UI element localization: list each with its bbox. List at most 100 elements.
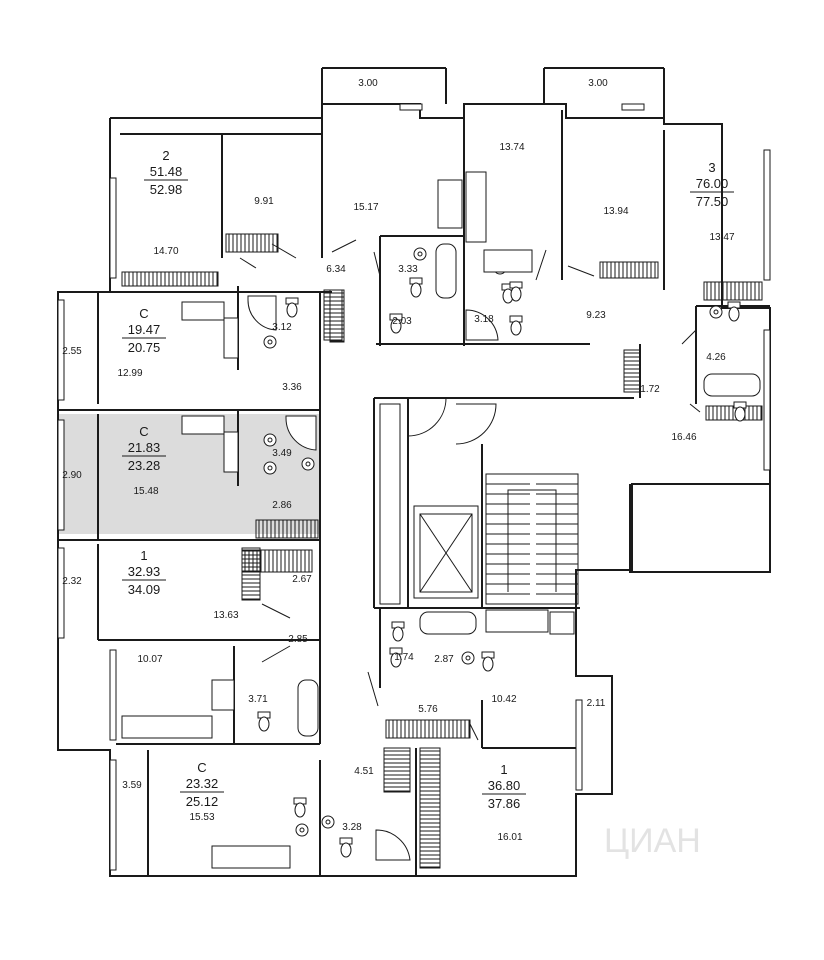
radiator [623,349,641,393]
window [109,759,117,871]
door-swing [681,329,701,413]
toilet [733,401,747,422]
room-area-label: 13.63 [213,610,238,621]
bathtub [435,243,457,299]
room-area-label: 3.18 [474,314,494,325]
radiator [225,233,279,253]
door-swing [239,243,297,269]
sink [263,461,277,475]
room-area-label: 2.67 [292,574,312,585]
apartment-living-area: 19.47 [128,322,161,337]
stair-arrow [507,489,557,592]
room-area-label: 6.34 [326,264,346,275]
room-area-label: 15.48 [133,486,158,497]
sink [263,335,277,349]
radiator [419,747,441,869]
toilet [285,297,299,318]
apartment-living-area: 76.00 [696,176,729,191]
room-area-label: 2.86 [272,500,292,511]
apartment-labels: 251.4852.98376.0077.50C19.4720.75C21.832… [122,148,734,811]
apartment-total-area: 37.86 [488,796,521,811]
room-area-label: 2.85 [288,634,308,645]
apartment-total-area: 23.28 [128,458,161,473]
watermark: ЦИАН [604,822,701,860]
room-area-label: 12.99 [117,368,142,379]
room-area-label: 3.71 [248,694,268,705]
apartment-living-area: 21.83 [128,440,161,455]
apartment-living-area: 32.93 [128,564,161,579]
apartment-type: 3 [708,160,715,175]
apartment-type: 2 [162,148,169,163]
window [57,419,65,531]
room-area-label: 14.70 [153,246,178,257]
room-area-label: 4.51 [354,766,374,777]
room-area-label: 3.33 [398,264,418,275]
apartment-label-apt-2: 251.48 52.98 [144,148,188,197]
room-area-label: 13.47 [709,232,734,243]
kitchen-units [121,171,575,869]
windows [57,103,771,871]
room-area-label: 10.07 [137,654,162,665]
window [109,177,117,279]
apartment-type: 1 [500,762,507,777]
radiator [385,719,471,739]
door-swing [261,603,291,663]
sink [461,651,475,665]
radiator [703,281,763,301]
window [399,103,423,111]
radiator [383,747,411,793]
radiator [255,519,319,539]
toilet [509,281,523,302]
bathroom-fixtures [215,201,761,861]
room-area-label: 10.42 [491,694,516,705]
room-area-label: 3.36 [282,382,302,393]
room-area-label: 16.01 [497,832,522,843]
room-area-label: 9.23 [586,310,606,321]
apartment-total-area: 77.50 [696,194,729,209]
toilet [257,711,271,732]
room-area-label: 2.03 [392,316,412,327]
apartment-total-area: 20.75 [128,340,161,355]
radiator [241,547,261,601]
apartment-total-area: 25.12 [186,794,219,809]
elevator [413,505,479,599]
room-area-label: 5.76 [418,704,438,715]
apartment-living-area: 51.48 [150,164,183,179]
radiator [329,289,345,343]
apartment-type: C [197,760,206,775]
window [763,149,771,281]
window [57,299,65,401]
radiators [121,233,763,869]
apartment-label-apt-3: 376.00 77.50 [690,160,734,209]
bathtub [703,373,761,397]
toilet [389,313,403,334]
toilet [727,301,741,322]
door-swing [367,671,479,741]
shower [247,295,277,331]
toilet [293,797,307,818]
apartment-type: 1 [140,548,147,563]
sink [709,305,723,319]
sink [301,457,315,471]
apartment-total-area: 52.98 [150,182,183,197]
bathtub [419,611,477,635]
room-area-label: 9.91 [254,196,274,207]
window [621,103,645,111]
room-area-label: 2.90 [62,470,82,481]
sink [263,433,277,447]
toilet [509,315,523,336]
room-area-label: 15.17 [353,202,378,213]
room-area-label: 3.28 [342,822,362,833]
room-area-label: 3.59 [122,780,142,791]
toilet [389,647,403,668]
shower [465,309,499,341]
door-swing [535,249,595,281]
room-area-label: 13.74 [499,142,524,153]
